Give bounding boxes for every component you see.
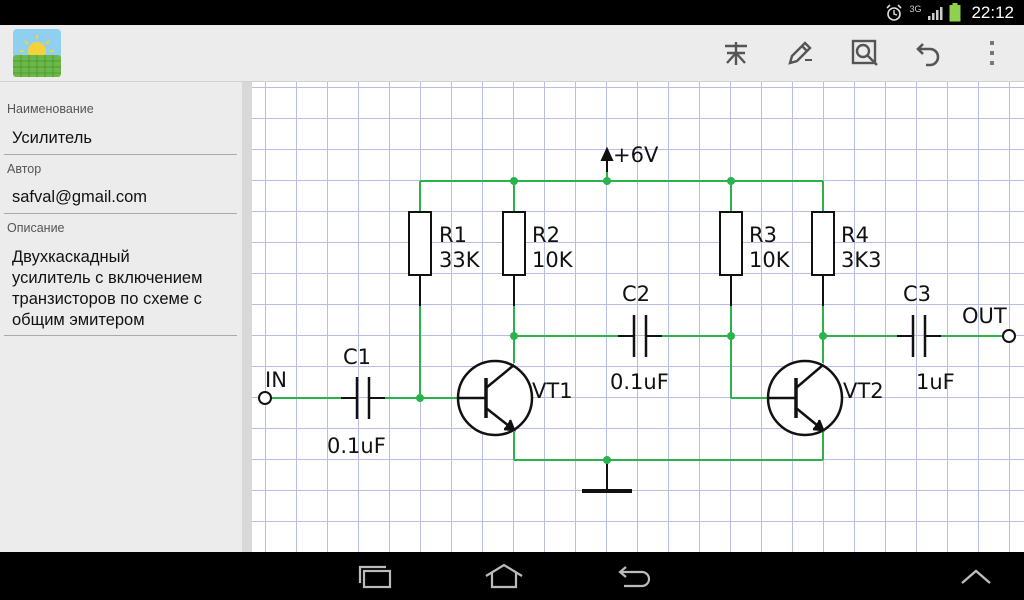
schematic-canvas[interactable]: +6V R1 33K R2 10K R3 10K R4 3K3 C1 0.1uF… — [252, 82, 1024, 552]
c3-value: 1uF — [916, 370, 955, 394]
action-bar — [0, 25, 1024, 82]
name-label: Наименование — [7, 102, 94, 116]
recent-apps-icon[interactable] — [347, 558, 403, 594]
collapse-up-icon[interactable] — [948, 558, 1004, 594]
output-label: OUT — [962, 304, 1007, 328]
capacitor-c3[interactable] — [897, 315, 941, 357]
properties-panel: Наименование Усилитель Автор safval@gmai… — [0, 82, 242, 552]
status-icons: 3G 22:12 — [885, 0, 1014, 25]
transistor-vt2[interactable] — [766, 359, 844, 437]
author-label: Автор — [7, 162, 42, 176]
navigation-bar — [0, 552, 1024, 600]
resistor-r3[interactable] — [719, 211, 743, 276]
junction-nodes — [416, 177, 827, 464]
alarm-icon — [886, 3, 903, 21]
signal-icon — [928, 6, 943, 20]
r4-value: 3K3 — [841, 248, 882, 272]
schematic-drawing[interactable]: +6V R1 33K R2 10K R3 10K R4 3K3 C1 0.1uF… — [252, 82, 1024, 552]
r3-value: 10K — [749, 248, 791, 272]
overflow-menu-icon[interactable] — [972, 33, 1012, 73]
description-label: Описание — [7, 221, 65, 235]
c1-ref: C1 — [343, 345, 371, 369]
vt2-ref: VT2 — [843, 379, 884, 403]
capacitor-c2[interactable] — [618, 315, 662, 357]
components-icon[interactable] — [716, 33, 756, 73]
resistor-r2[interactable] — [502, 211, 526, 276]
description-line: Двухкаскадный — [12, 248, 130, 266]
input-label: IN — [265, 368, 287, 392]
resistor-r4[interactable] — [811, 211, 835, 276]
r3-ref: R3 — [749, 223, 777, 247]
wires — [270, 172, 1003, 461]
r4-ref: R4 — [841, 223, 869, 247]
resistor-r1[interactable] — [408, 211, 432, 276]
capacitor-c1[interactable] — [341, 377, 385, 419]
status-bar: 3G 22:12 — [0, 0, 1024, 25]
component-leads — [419, 275, 824, 490]
r2-ref: R2 — [532, 223, 560, 247]
zoom-fit-icon[interactable] — [845, 33, 885, 73]
c3-ref: C3 — [903, 282, 931, 306]
author-field[interactable]: safval@gmail.com — [4, 187, 237, 214]
description-line: транзисторов по схеме с — [12, 290, 202, 308]
battery-icon — [949, 3, 961, 22]
supply-label: +6V — [613, 143, 659, 167]
r1-value: 33K — [439, 248, 481, 272]
r1-ref: R1 — [439, 223, 467, 247]
clock: 22:12 — [971, 2, 1014, 22]
undo-icon[interactable] — [909, 33, 949, 73]
network-type: 3G — [909, 4, 922, 14]
edit-pen-icon[interactable] — [780, 33, 820, 73]
panel-divider[interactable] — [242, 82, 252, 552]
supply-arrow[interactable] — [600, 146, 614, 172]
home-icon[interactable] — [476, 558, 532, 594]
description-line: общим эмитером — [12, 311, 145, 329]
description-field[interactable]: Двухкаскадный усилитель с включением тра… — [4, 247, 237, 336]
output-terminal[interactable] — [1002, 329, 1016, 343]
description-line: усилитель с включением — [12, 269, 203, 287]
c1-value: 0.1uF — [327, 434, 386, 458]
r2-value: 10K — [532, 248, 574, 272]
name-field[interactable]: Усилитель — [4, 128, 237, 155]
back-icon[interactable] — [606, 558, 662, 594]
app-icon[interactable] — [13, 29, 61, 77]
vt1-ref: VT1 — [532, 379, 573, 403]
c2-value: 0.1uF — [610, 370, 669, 394]
input-terminal[interactable] — [258, 391, 272, 405]
c2-ref: C2 — [622, 282, 650, 306]
transistor-vt1[interactable] — [456, 359, 534, 437]
